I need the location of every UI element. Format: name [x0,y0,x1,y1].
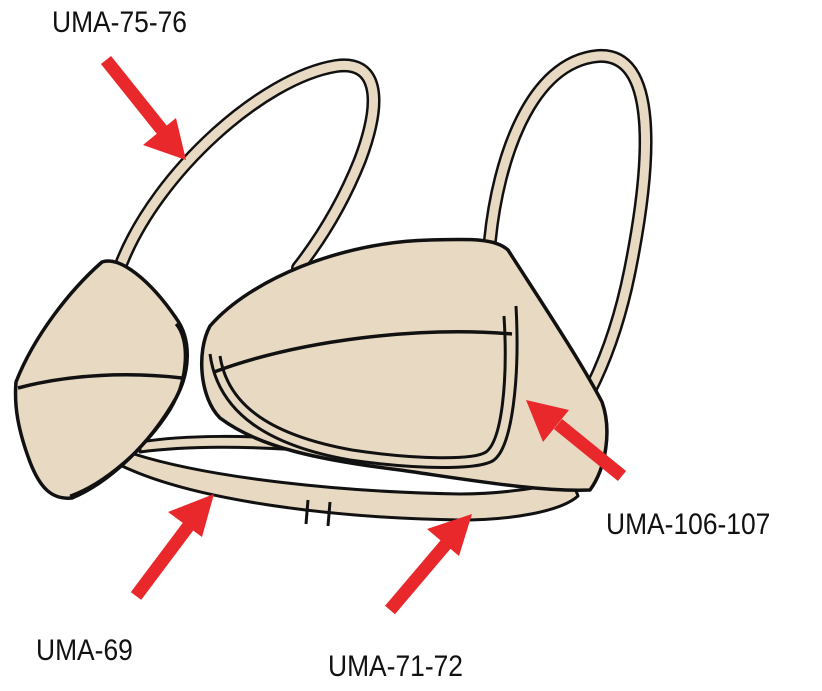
cup-right [202,239,607,490]
arrow-band [136,494,214,596]
arrow-straps [106,60,186,160]
callout-label-hook-band: UMA-71-72 [328,652,463,682]
arrow-hook-band [390,514,472,610]
strap-left [122,65,374,268]
callout-label-side-panel: UMA-106-107 [606,510,770,540]
callout-label-band: UMA-69 [36,636,133,666]
callout-label-straps: UMA-75-76 [52,8,187,38]
